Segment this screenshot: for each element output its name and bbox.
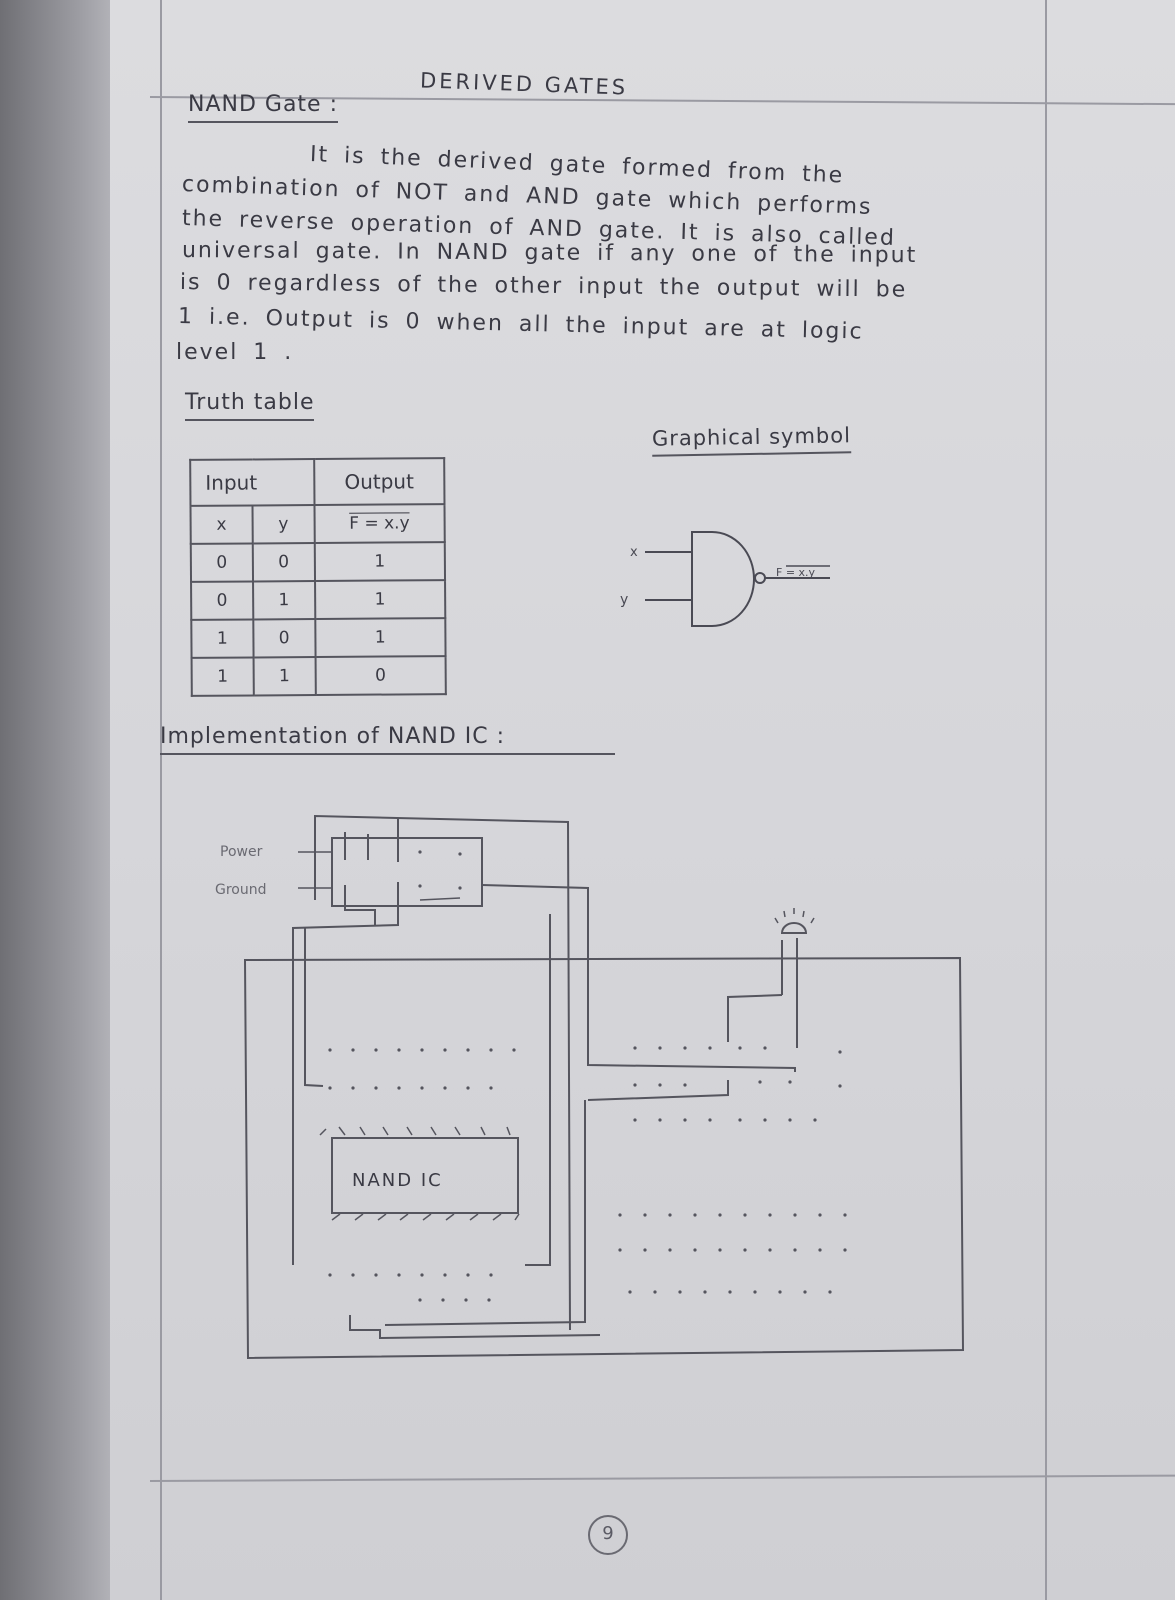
wire xyxy=(349,1315,601,1340)
implementation-heading: Implementation of NAND IC : xyxy=(160,724,615,755)
breadboard-diagram: Power Ground NAND IC xyxy=(215,814,965,1360)
input-y-label: y xyxy=(620,592,628,608)
wire xyxy=(314,814,571,1331)
inverter-bubble xyxy=(754,572,766,584)
table-cell: 1 xyxy=(314,618,446,658)
paragraph-line: level 1 . xyxy=(176,340,294,365)
truth-table-heading: Truth table xyxy=(185,390,315,421)
input-x-label: x xyxy=(630,545,638,560)
table-cell: 0 xyxy=(252,543,315,582)
table-subheader-row: x y F = x.y xyxy=(190,504,445,544)
right-margin-line xyxy=(1045,0,1047,1600)
table-row: 1 0 1 xyxy=(191,618,446,658)
breadboard-holes xyxy=(328,850,847,1302)
table-cell: 0 xyxy=(253,619,316,658)
table-cell: 0 xyxy=(190,543,253,582)
table-row: 0 1 1 xyxy=(191,580,446,620)
wire xyxy=(481,884,796,1072)
wire xyxy=(587,1080,729,1101)
table-cell: 1 xyxy=(191,619,254,658)
table-row: 1 1 0 xyxy=(191,656,446,696)
power-rail-block xyxy=(331,837,483,907)
led-bulb-icon xyxy=(780,922,808,934)
wire xyxy=(727,994,783,1042)
wire xyxy=(292,882,399,1265)
wire xyxy=(304,928,324,1087)
table-cell: 1 xyxy=(314,580,446,620)
nand-gate-body xyxy=(691,531,755,627)
truth-table: Input Output x y F = x.y 0 0 1 0 1 1 1 0… xyxy=(189,457,447,697)
output-header: Output xyxy=(313,458,445,506)
binding-shadow xyxy=(0,0,130,1600)
section-heading: NAND Gate : xyxy=(188,92,338,123)
col-y-header: y xyxy=(252,505,315,544)
table-cell: 1 xyxy=(314,542,446,582)
breadboard-outline xyxy=(243,956,965,1360)
table-header-row: Input Output xyxy=(190,458,445,506)
col-f-header: F = x.y xyxy=(314,504,445,544)
table-row: 0 0 1 xyxy=(190,542,446,582)
paragraph-line: universal gate. In NAND gate if any one … xyxy=(181,238,918,269)
input-header: Input xyxy=(190,459,315,506)
ground-label: Ground xyxy=(215,882,267,898)
graphical-symbol-heading: Graphical symbol xyxy=(651,423,852,457)
wire xyxy=(384,1100,586,1326)
table-cell: 0 xyxy=(315,656,446,696)
table-cell: 1 xyxy=(253,657,316,696)
wire xyxy=(419,897,461,901)
wire xyxy=(344,885,376,925)
ic-label: NAND IC xyxy=(352,1170,443,1191)
table-cell: 1 xyxy=(191,657,254,696)
nand-ic-chip xyxy=(331,1137,519,1214)
wire xyxy=(525,914,551,1266)
left-margin-line xyxy=(160,0,162,1600)
table-cell: 1 xyxy=(252,581,315,620)
ic-top-pins xyxy=(319,1126,511,1136)
table-cell: 0 xyxy=(191,581,254,620)
nand-gate-symbol: x y F = x.y xyxy=(620,531,830,627)
power-label: Power xyxy=(220,844,263,860)
page-number: 9 xyxy=(588,1515,628,1555)
notebook-page xyxy=(110,0,1175,1600)
col-x-header: x xyxy=(190,505,253,544)
output-label: F = x.y xyxy=(776,566,816,579)
ic-bottom-pins xyxy=(331,1213,520,1221)
led-glow-icon xyxy=(774,908,815,924)
